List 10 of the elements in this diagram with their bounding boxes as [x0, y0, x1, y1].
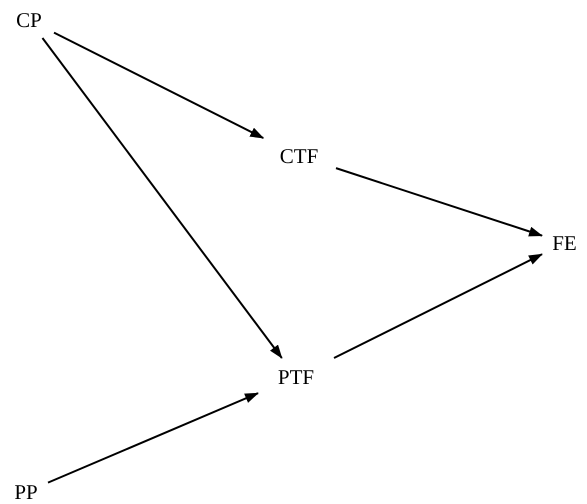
arrow: [336, 167, 543, 237]
node-label: CP: [16, 8, 42, 32]
node-label: FE: [552, 230, 577, 256]
arrow: [54, 32, 264, 139]
arrow: [48, 392, 259, 484]
node-label: PTF: [278, 364, 314, 390]
node-label: CTF: [280, 144, 318, 168]
arrow: [334, 253, 543, 359]
arrow: [42, 37, 283, 359]
node-label: PP: [14, 480, 38, 504]
